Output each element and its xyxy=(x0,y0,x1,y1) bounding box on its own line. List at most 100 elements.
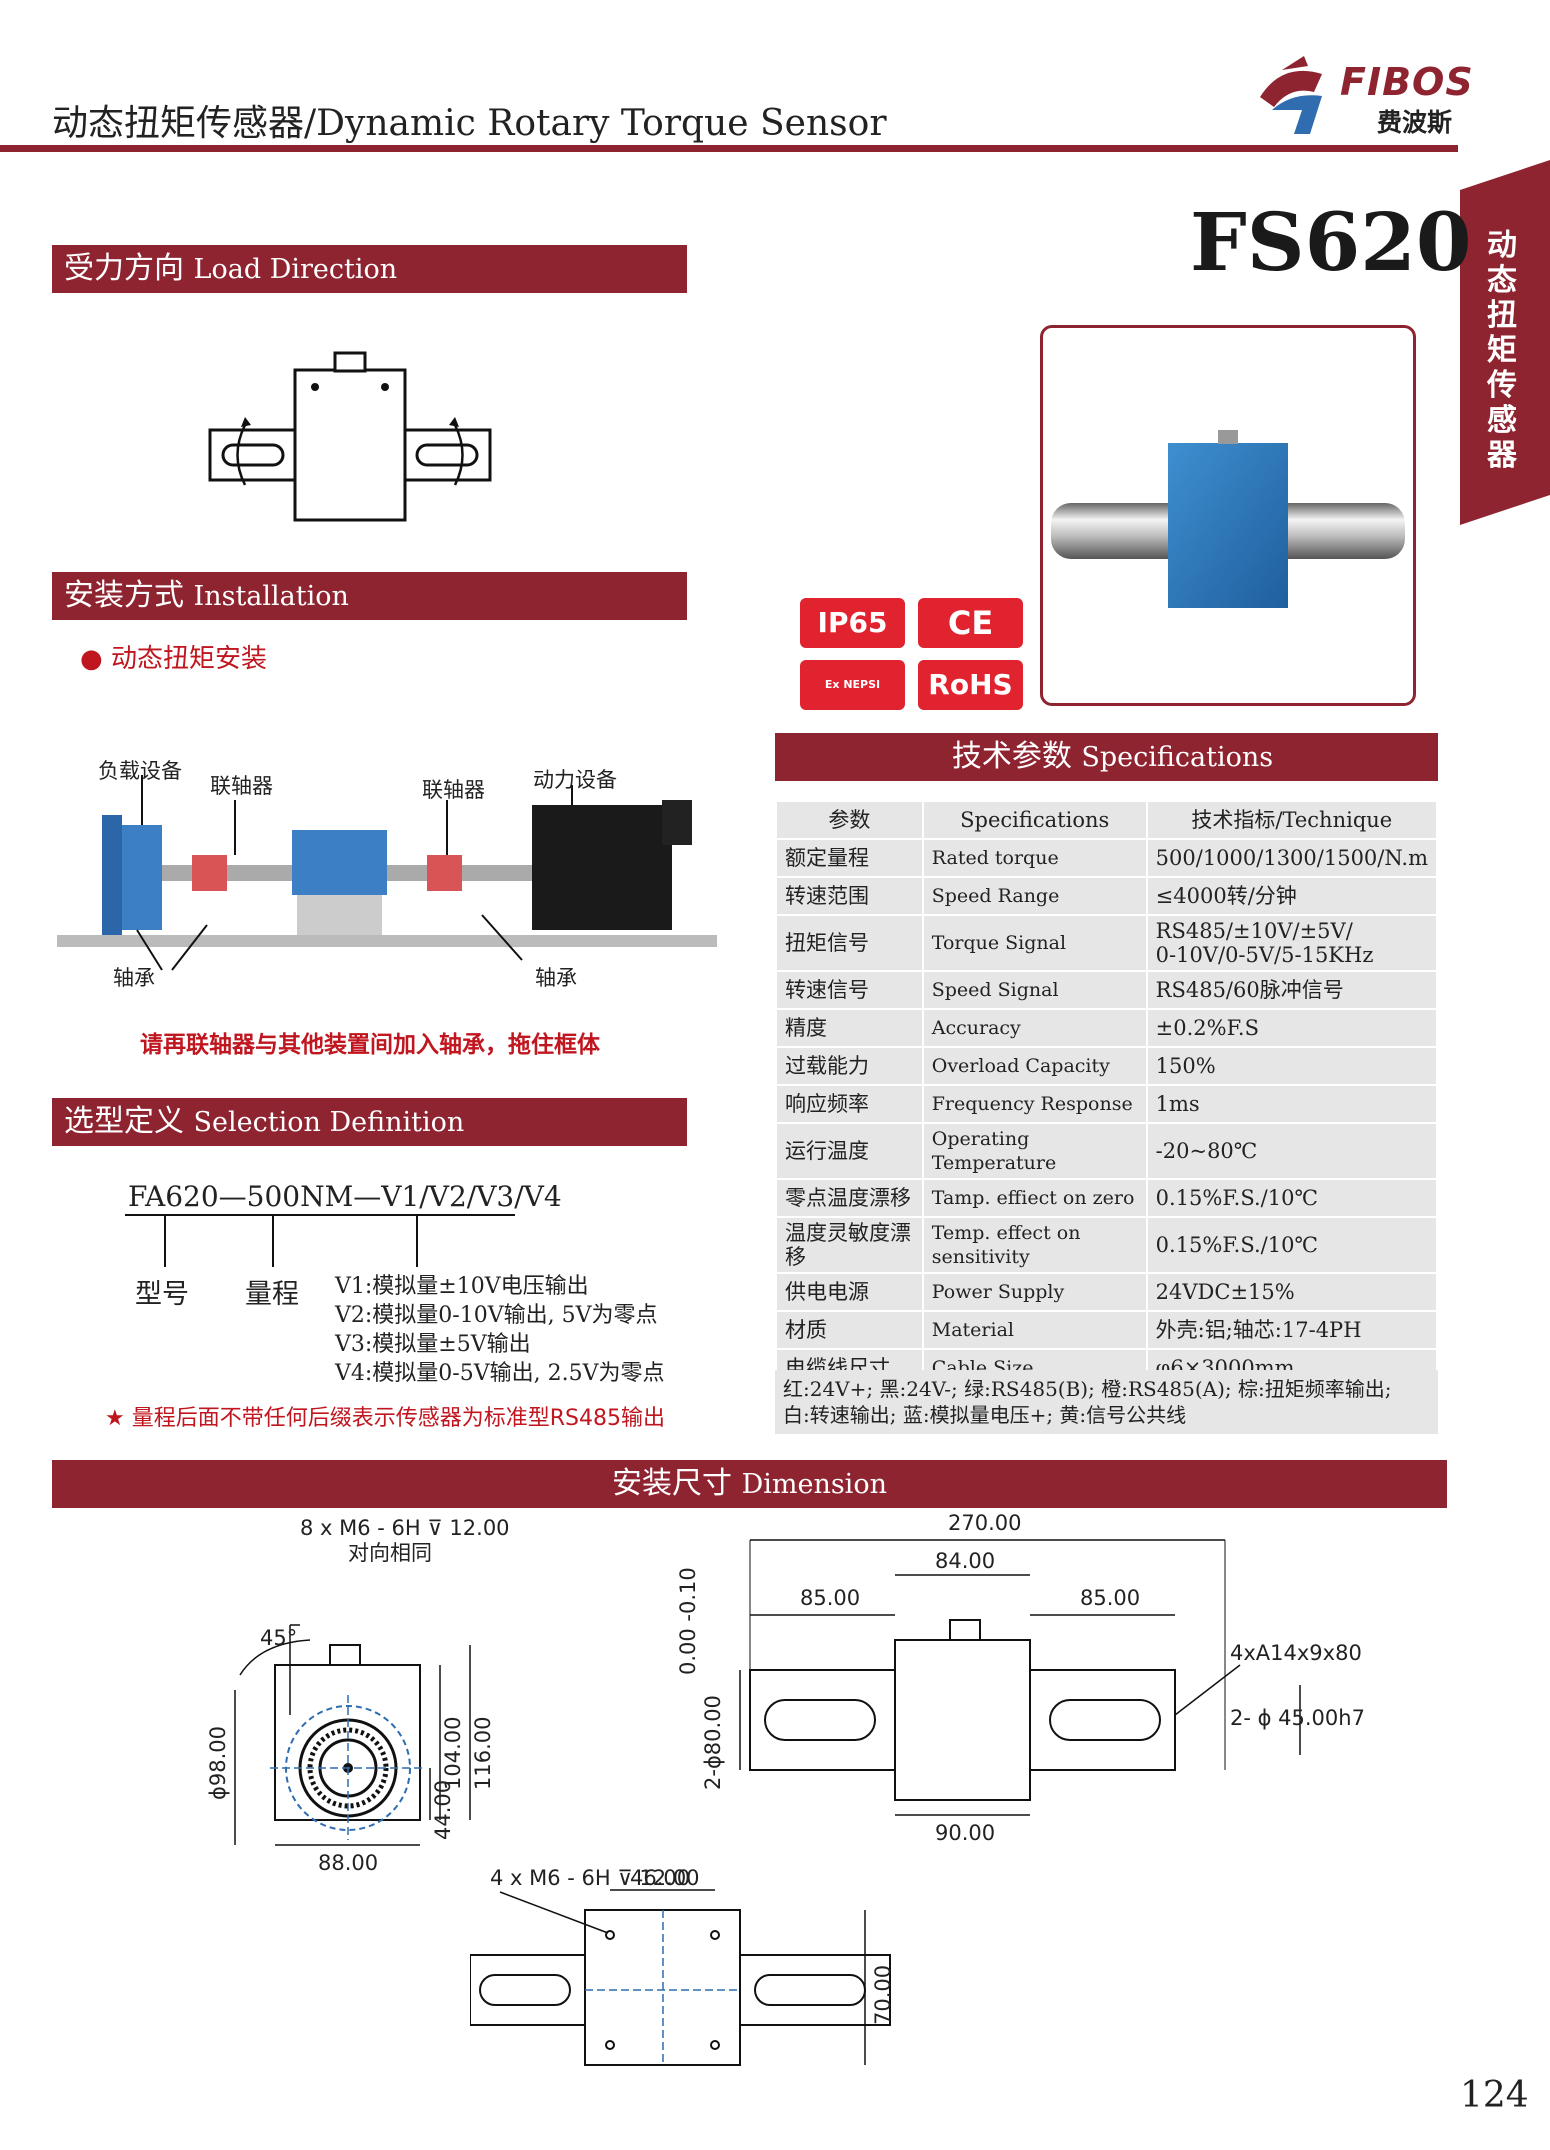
section-dimension: 安装尺寸 Dimension xyxy=(52,1460,1447,1508)
spec-cell: 24VDC±15% xyxy=(1145,1272,1439,1312)
section-title-en: Selection Definition xyxy=(193,1107,465,1138)
spec-cell: Speed Signal xyxy=(921,970,1148,1010)
page-number: 124 xyxy=(1460,2075,1529,2116)
front-h104-label: 104.00 xyxy=(441,1717,465,1790)
product-photo xyxy=(1040,325,1416,706)
spec-cell: 扭矩信号 xyxy=(775,914,924,972)
selection-description: V1:模拟量±10V电压输出 V2:模拟量0-10V输出, 5V为零点 V3:模… xyxy=(335,1272,664,1388)
label-bearing-1: 轴承 xyxy=(113,966,155,990)
section-title-cn: 选型定义 xyxy=(64,1104,184,1139)
section-title-cn: 安装方式 xyxy=(64,578,184,613)
selection-desc-line: V2:模拟量0-10V输出, 5V为零点 xyxy=(335,1303,658,1328)
side-body-label: 84.00 xyxy=(935,1549,995,1573)
spec-cell: Rated torque xyxy=(921,838,1148,878)
side-right-label: 85.00 xyxy=(1080,1586,1140,1610)
side-shaft-label: 2- ϕ 45.00h7 xyxy=(1230,1706,1365,1730)
label-bearing-2: 轴承 xyxy=(535,966,577,990)
installation-bullet: ● 动态扭矩安装 xyxy=(80,644,267,674)
label-coupling-2: 联轴器 xyxy=(422,778,485,802)
section-installation: 安装方式 Installation xyxy=(52,572,687,620)
spec-cell: Speed Range xyxy=(921,876,1148,916)
selection-star-note: ★ 量程后面不带任何后缀表示传感器为标准型RS485输出 xyxy=(105,1406,665,1431)
spec-cell: Temp. effect on sensitivity xyxy=(921,1216,1148,1274)
spec-cell: 外壳:铝;轴芯:17-4PH xyxy=(1145,1310,1439,1350)
spec-cell: 150% xyxy=(1145,1046,1439,1086)
spec-cell: Torque Signal xyxy=(921,914,1148,972)
section-title-cn: 受力方向 xyxy=(64,251,184,286)
spec-cell: -20~80℃ xyxy=(1145,1122,1439,1180)
top-w46-label: 46.00 xyxy=(630,1866,690,1890)
spec-header-cell: Specifications xyxy=(921,800,1148,840)
selection-label-model: 型号 xyxy=(135,1279,189,1310)
side-tab-label: 动态扭矩传感器 xyxy=(1487,228,1517,473)
top-h70-label: 70.00 xyxy=(871,1965,895,2025)
spec-cell: 0.15%F.S./10℃ xyxy=(1145,1178,1439,1218)
front-h44-label: 44.00 xyxy=(431,1780,455,1840)
section-title-en: Installation xyxy=(193,581,349,612)
spec-cell: Accuracy xyxy=(921,1008,1148,1048)
spec-cell: ≤4000转/分钟 xyxy=(1145,876,1439,916)
spec-cell: Tamp. effiect on zero xyxy=(921,1178,1148,1218)
model-number: FS620 xyxy=(1190,195,1472,289)
spec-cell: Material xyxy=(921,1310,1148,1350)
label-coupling-1: 联轴器 xyxy=(210,774,273,798)
spec-cell: 温度灵敏度漂移 xyxy=(775,1216,924,1274)
side-key-label: 4xA14x9x80 xyxy=(1230,1641,1362,1665)
spec-cell: Overload Capacity xyxy=(921,1046,1148,1086)
wire-note-line-1: 红:24V+; 黑:24V-; 绿:RS485(B); 橙:RS485(A); … xyxy=(783,1377,1392,1401)
label-load-device: 负载设备 xyxy=(98,759,182,783)
selection-code: FA620—500NM—V1/V2/V3/V4 xyxy=(128,1180,562,1213)
dimension-side-view: 270.00 84.00 85.00 85.00 90.00 4xA14x9x8… xyxy=(676,1511,1365,1845)
spec-cell: ±0.2%F.S xyxy=(1145,1008,1439,1048)
spec-cell: 供电电源 xyxy=(775,1272,924,1312)
spec-cell: 响应频率 xyxy=(775,1084,924,1124)
spec-cell: RS485/60脉冲信号 xyxy=(1145,970,1439,1010)
selection-label-range: 量程 xyxy=(245,1279,299,1310)
company-logo xyxy=(1260,56,1322,134)
section-selection: 选型定义 Selection Definition xyxy=(52,1098,687,1146)
ce-badge: CE xyxy=(918,598,1023,648)
logo-chinese: 费波斯 xyxy=(1377,108,1453,137)
spec-cell: Frequency Response xyxy=(921,1084,1148,1124)
spec-cell: Operating Temperature xyxy=(921,1122,1148,1180)
ex-badge: Ex NEPSI xyxy=(800,660,905,710)
selection-desc-line: V4:模拟量0-5V输出, 2.5V为零点 xyxy=(335,1361,665,1386)
front-thread-label: 8 x M6 - 6H ⊽ 12.00 xyxy=(300,1516,510,1540)
section-title-en: Specifications xyxy=(1081,742,1274,773)
top-thread-label: 4 x M6 - 6H ⊽ 12.00 xyxy=(490,1866,700,1890)
spec-cell: 1ms xyxy=(1145,1084,1439,1124)
spec-cell: 500/1000/1300/1500/N.m xyxy=(1145,838,1439,878)
section-title-en: Dimension xyxy=(741,1469,887,1500)
rohs-badge: RoHS xyxy=(918,660,1023,710)
spec-header-cell: 参数 xyxy=(775,800,924,840)
page-header-title: 动态扭矩传感器/Dynamic Rotary Torque Sensor xyxy=(52,103,887,144)
dimension-top-view: 4 x M6 - 6H ⊽ 12.00 46.00 70.00 xyxy=(470,1866,895,2066)
section-title-en: Load Direction xyxy=(193,254,398,285)
spec-cell: 0.15%F.S./10℃ xyxy=(1145,1216,1439,1274)
spec-cell: Power Supply xyxy=(921,1272,1148,1312)
side-left-label: 85.00 xyxy=(800,1586,860,1610)
spec-cell: 精度 xyxy=(775,1008,924,1048)
wire-color-note: 红:24V+; 黑:24V-; 绿:RS485(B); 橙:RS485(A); … xyxy=(775,1370,1438,1434)
load-direction-diagram xyxy=(208,351,492,522)
spec-cell: 零点温度漂移 xyxy=(775,1178,924,1218)
selection-desc-line: V1:模拟量±10V电压输出 xyxy=(335,1274,589,1299)
section-specifications: 技术参数 Specifications xyxy=(775,733,1438,781)
side-shaft-tol-label: 0.00 -0.10 xyxy=(676,1567,700,1675)
section-load-direction: 受力方向 Load Direction xyxy=(52,245,687,293)
spec-header-row: 参数 Specifications 技术指标/Technique xyxy=(775,800,1439,840)
side-total-label: 270.00 xyxy=(948,1511,1021,1535)
spec-cell: 转速范围 xyxy=(775,876,924,916)
selection-desc-line: V3:模拟量±5V输出 xyxy=(335,1332,531,1357)
section-title-cn: 技术参数 xyxy=(951,739,1072,774)
